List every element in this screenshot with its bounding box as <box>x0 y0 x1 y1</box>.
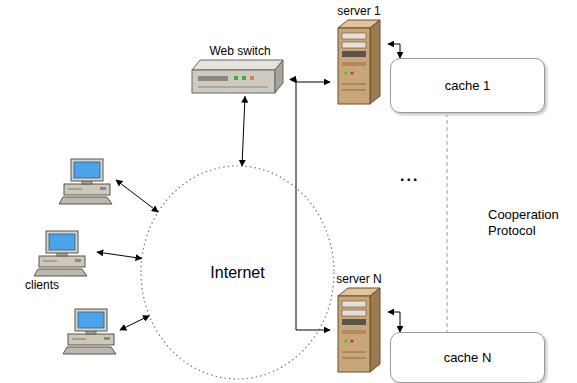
server: server N <box>330 272 388 374</box>
pc-icon <box>33 230 89 278</box>
icon-part <box>338 296 370 372</box>
icon-part <box>350 340 353 343</box>
icon-part <box>342 62 366 66</box>
icon-part <box>344 72 347 75</box>
icon-part <box>342 84 366 85</box>
icon-part <box>242 76 246 80</box>
icon-part <box>198 76 228 81</box>
cache-box: cache 1 <box>390 58 545 113</box>
icon-part <box>68 334 114 345</box>
icon-part <box>344 340 347 343</box>
icon-part <box>250 76 254 80</box>
dotted-circle <box>141 166 334 379</box>
icon-part <box>342 358 366 359</box>
icon-holder <box>330 18 388 106</box>
edge-label: Cooperation Protocol <box>487 207 572 238</box>
icon-part <box>234 76 238 80</box>
client-computer <box>62 308 120 356</box>
icon-part <box>370 20 380 104</box>
cooperation-line <box>447 113 448 332</box>
node-text: Web switch <box>190 44 290 58</box>
icon-holder <box>330 286 388 374</box>
connector-arrow <box>290 79 330 330</box>
icon-part <box>43 261 57 262</box>
icon-part <box>63 347 116 354</box>
icon-part <box>342 33 366 39</box>
icon-part <box>68 189 82 190</box>
icon-part <box>72 339 86 340</box>
pc-icon <box>62 308 118 356</box>
icon-part <box>75 259 81 262</box>
connector-arrow <box>388 312 400 332</box>
server: server 1 <box>330 4 388 106</box>
edge-label-text: Cooperation Protocol <box>487 207 572 238</box>
icon-part <box>74 162 100 178</box>
icon-part <box>342 319 366 325</box>
sw-icon <box>190 58 285 96</box>
icon-part <box>192 70 275 93</box>
icon-part <box>34 269 87 276</box>
icon-part <box>49 234 75 250</box>
connector-arrow <box>116 180 158 212</box>
client-computer <box>58 158 116 206</box>
icon-part <box>198 87 268 88</box>
icon-holder <box>190 58 290 96</box>
icon-part <box>192 60 283 70</box>
icon-part <box>46 231 78 253</box>
icon-holder <box>58 158 116 206</box>
icon-part <box>39 256 85 267</box>
icon-part <box>350 72 353 75</box>
icon-part <box>370 288 380 372</box>
srv-icon <box>332 286 384 374</box>
ellipsis-label: ... <box>400 166 419 185</box>
node-text: cache 1 <box>445 78 491 94</box>
icon-part <box>78 312 104 328</box>
icon-part <box>342 51 366 57</box>
icon-part <box>342 330 366 334</box>
srv-icon <box>332 18 384 106</box>
node-text: server N <box>330 272 388 286</box>
icon-part <box>275 60 283 93</box>
icon-part <box>342 301 366 307</box>
client-computer: clients <box>25 230 97 292</box>
connector-arrow <box>242 96 245 166</box>
cache-box: cache N <box>390 332 545 383</box>
connector-arrow <box>120 316 149 330</box>
icon-part <box>71 159 103 181</box>
web-switch: Web switch <box>190 44 290 96</box>
icon-part <box>59 197 112 204</box>
icon-part <box>75 309 107 331</box>
internet-cloud: Internet <box>140 165 335 380</box>
connector-arrow <box>97 252 142 259</box>
icon-part <box>100 187 106 190</box>
icon-part <box>104 337 110 340</box>
node-text: cache N <box>444 350 492 366</box>
ellipsis-label-text: ... <box>400 166 419 185</box>
icon-part <box>342 90 366 91</box>
node-text: server 1 <box>330 4 388 18</box>
icon-part <box>64 184 110 195</box>
icon-holder <box>62 308 120 356</box>
node-text: Internet <box>210 263 264 282</box>
icon-part <box>342 310 366 316</box>
icon-part <box>342 352 366 353</box>
icon-part <box>342 42 366 48</box>
connector-arrow <box>388 44 400 58</box>
icon-holder <box>25 230 97 278</box>
pc-icon <box>58 158 114 206</box>
node-text: clients <box>25 278 97 292</box>
icon-part <box>338 28 370 104</box>
